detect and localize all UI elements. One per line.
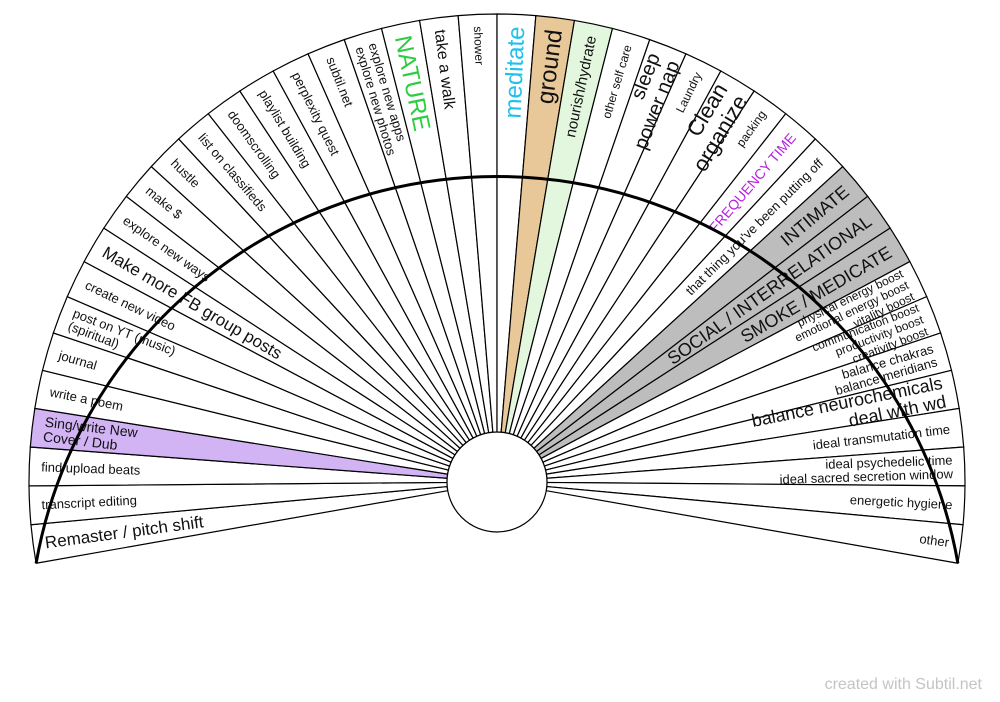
wheel-rim	[34, 175, 960, 564]
segment-transcript-editing-label: transcript editing	[41, 493, 137, 513]
segment-other-label: other	[919, 531, 951, 550]
segment-ideal-psychedelic-time-label: ideal psychedelic timeideal sacred secre…	[779, 453, 954, 487]
segment-energetic-hygiene-label: energetic hygiene	[850, 492, 953, 512]
wheel-hub	[446, 431, 548, 533]
segment-meditate-label: meditate	[500, 26, 531, 119]
credit-text: created with Subtil.net	[824, 676, 982, 693]
wheel-segments	[28, 13, 966, 564]
segment-shower-label: shower	[471, 26, 487, 65]
